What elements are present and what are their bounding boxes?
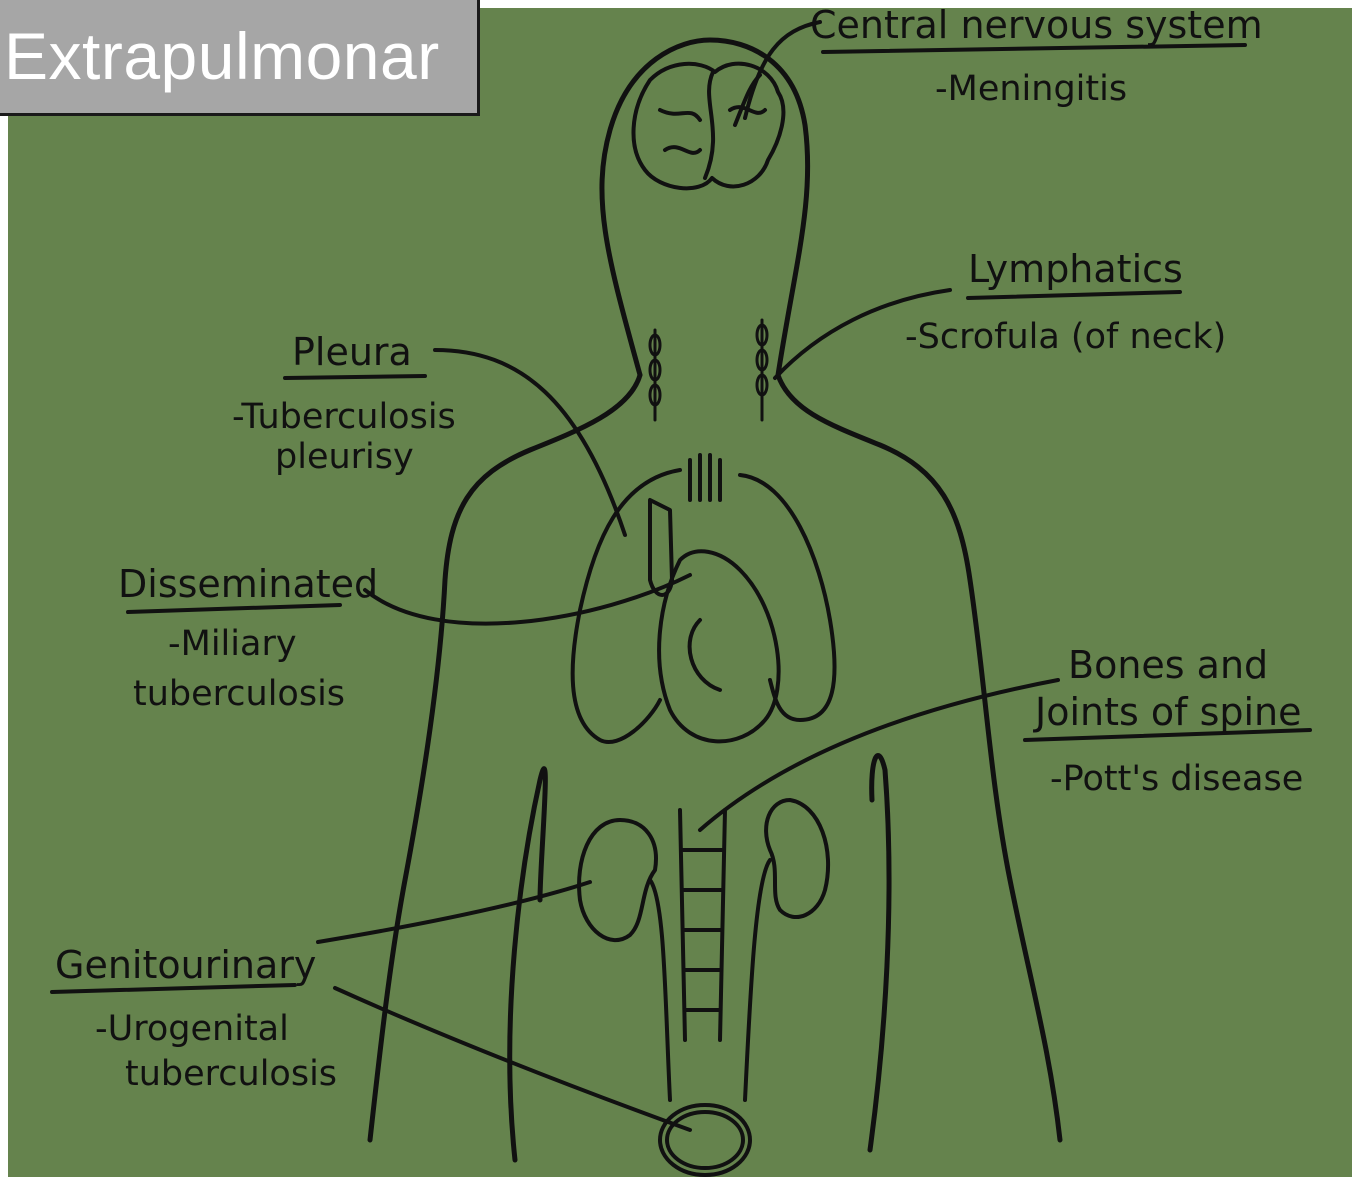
label-lymphatics-heading: Lymphatics <box>968 247 1183 291</box>
label-bones-heading-2: Joints of spine <box>1033 690 1302 734</box>
title-box: Extrapulmonar <box>0 0 480 116</box>
label-pleura-detail-2: pleurisy <box>275 437 414 477</box>
diagram-canvas: Central nervous system -Meningitis Lymph… <box>8 8 1352 1177</box>
label-genitourinary-detail-2: tuberculosis <box>125 1054 337 1094</box>
label-pleura-heading: Pleura <box>292 330 412 374</box>
page-title: Extrapulmonar <box>4 18 440 94</box>
label-lymphatics-detail: -Scrofula (of neck) <box>905 317 1226 357</box>
body-diagram: Central nervous system -Meningitis Lymph… <box>8 8 1352 1177</box>
kidneys-icon <box>579 800 828 1100</box>
label-bones-detail: -Pott's disease <box>1050 759 1303 799</box>
label-cns-detail: -Meningitis <box>935 69 1127 109</box>
label-cns-heading: Central nervous system <box>810 8 1263 47</box>
label-disseminated-detail-1: -Miliary <box>168 624 297 664</box>
label-genitourinary-heading: Genitourinary <box>55 943 316 987</box>
label-pleura-detail-1: -Tuberculosis <box>232 397 456 437</box>
diagram-labels: Central nervous system -Meningitis Lymph… <box>55 8 1303 1094</box>
lymph-nodes-icon <box>650 320 767 420</box>
body-outline <box>370 40 1060 1160</box>
label-disseminated-heading: Disseminated <box>118 562 378 606</box>
brain-icon <box>634 64 784 189</box>
label-bones-heading-1: Bones and <box>1068 643 1268 687</box>
label-genitourinary-detail-1: -Urogenital <box>95 1009 289 1049</box>
bladder-icon <box>660 1105 750 1175</box>
label-disseminated-detail-2: tuberculosis <box>133 674 345 714</box>
spine-icon <box>680 810 725 1040</box>
